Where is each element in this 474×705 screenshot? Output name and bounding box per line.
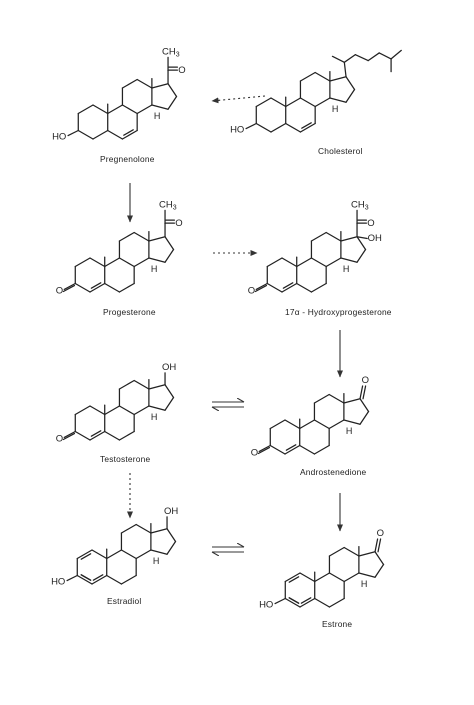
ketone-oxygen-label: O [56,285,63,296]
hydrogen-label: H [151,264,158,274]
hydroxyl-label: HO [51,577,65,588]
arrow-cholesterol-to-pregnenolone [211,95,266,104]
ketone-oxygen-label: O [251,447,258,458]
hydroxyl-17-label: OH [162,362,176,373]
methyl-label: CH3 [351,199,369,211]
ketone-oxygen-label: O [248,285,255,296]
hydrogen-label: H [151,412,158,422]
hydrogen-label: H [361,579,368,589]
carbonyl-oxygen-label: O [175,218,182,229]
molecule-name-androstenedione: Androstenedione [300,467,366,477]
hydroxyl-17-label: OH [164,506,178,517]
hydrogen-label: H [154,111,161,121]
ketone-17-label: O [377,528,384,539]
hydroxyl-17-label: OH [368,233,382,244]
structure-cholesterol: HO H [230,49,402,136]
hydroxyl-label: HO [230,125,244,136]
carbonyl-oxygen-label: O [367,218,374,229]
methyl-label: CH3 [159,199,177,211]
equilibrium-testosterone-androstenedione [212,402,244,407]
hydrogen-label: H [153,556,160,566]
molecule-name-estradiol: Estradiol [107,596,141,606]
carbonyl-oxygen-label: O [178,65,185,76]
hydrogen-label: H [343,264,350,274]
molecule-name-progesterone: Progesterone [103,307,156,317]
structure-progesterone: O H O CH3 [56,199,183,296]
ketone-oxygen-label: O [56,433,63,444]
hydrogen-label: H [346,426,353,436]
molecule-name-cholesterol: Cholesterol [318,146,363,156]
molecule-name-hydroxyprogesterone: 17α - Hydroxyprogesterone [285,307,392,317]
hydroxyl-label: HO [259,600,273,611]
structure-estradiol: HO H OH [51,506,178,588]
molecule-name-testosterone: Testosterone [100,454,150,464]
molecule-name-estrone: Estrone [322,619,352,629]
ketone-17-label: O [362,375,369,386]
hydrogen-label: H [332,104,339,114]
molecule-name-pregnenolone: Pregnenolone [100,154,155,164]
hydroxyl-label: HO [52,132,66,143]
equilibrium-estradiol-estrone [212,547,244,552]
structure-androstenedione: O H O [251,375,370,458]
methyl-label: CH3 [162,46,180,58]
